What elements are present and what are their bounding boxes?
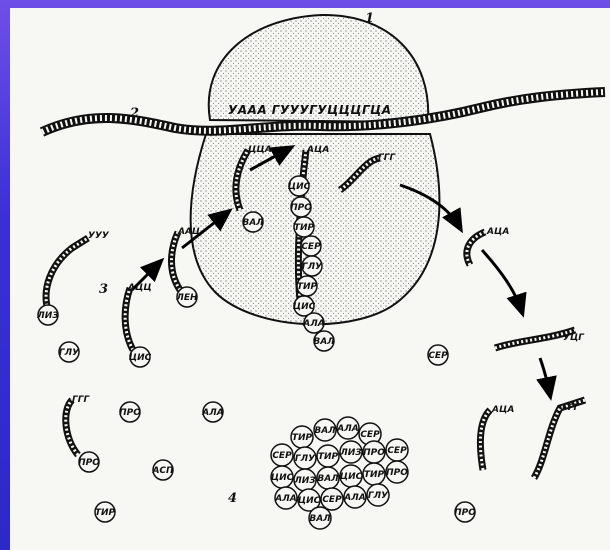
amino-acid-label: ВАЛ xyxy=(242,218,264,228)
anticodon-label: ЦЦА xyxy=(248,145,272,155)
amino-acid-label: ТИР xyxy=(95,508,116,518)
anticodon-label: АЦЦ xyxy=(127,283,152,293)
label-number-2: 2 xyxy=(129,106,139,121)
anticodon-label: ГГГ xyxy=(378,153,396,163)
label-number-4: 4 xyxy=(228,491,237,506)
amino-acid-label: АЛА xyxy=(302,319,324,329)
amino-acid-label: СЕР xyxy=(428,351,448,361)
amino-acid-label: АСП xyxy=(151,466,174,476)
amino-acid-label: ЦИС xyxy=(293,302,316,312)
amino-acid-label: СЕР xyxy=(360,430,380,440)
amino-acid-label: ЛИЗ xyxy=(339,448,362,458)
anticodon-label: УЦГ xyxy=(563,333,585,343)
amino-acid-label: ВАЛ xyxy=(317,474,339,484)
completed-protein-cluster: ТИРВАЛАЛАСЕРСЕРГЛУТИРЛИЗПРОСЕРЦИСЛИЗВАЛЦ… xyxy=(271,417,408,529)
amino-acid-label: ТИР xyxy=(292,433,313,443)
amino-acid-label: ГЛУ xyxy=(368,491,389,501)
amino-acid-label: СЕР xyxy=(387,446,407,456)
amino-acid-label: ВАЛ xyxy=(313,337,335,347)
amino-acid-label: ПРО xyxy=(363,448,385,458)
ribosome-small-subunit xyxy=(191,134,440,324)
amino-acid-label: ГЛУ xyxy=(302,262,323,272)
anticodon-label: ГГГ xyxy=(562,403,580,413)
amino-acid-label: ЦИС xyxy=(340,472,363,482)
amino-acid-label: ЛЕН xyxy=(175,293,198,303)
amino-acid-label: СЕР xyxy=(322,495,342,505)
amino-acid-label: АЛА xyxy=(343,493,365,503)
amino-acid-label: ВАЛ xyxy=(314,426,336,436)
label-number-3: 3 xyxy=(99,282,108,297)
amino-acid-label: ЛИЗ xyxy=(36,311,59,321)
amino-acid-label: АЛА xyxy=(201,408,223,418)
amino-acid-label: ГЛУ xyxy=(295,454,316,464)
amino-acid-label: ВАЛ xyxy=(309,514,331,524)
mrna-sequence: УААА ГУУУГУЦЦЦГЦА xyxy=(228,103,392,117)
anticodon-label: ГГГ xyxy=(72,395,90,405)
amino-acid-label: ЦИС xyxy=(288,182,311,192)
amino-acid-label: ПРО xyxy=(386,468,408,478)
amino-acid-label: ЦИС xyxy=(129,353,152,363)
amino-acid-label: ТИР xyxy=(364,470,385,480)
amino-acid-label: ПРО xyxy=(119,408,141,418)
amino-acid-label: СЕР xyxy=(301,242,321,252)
amino-acid-label: ЦИС xyxy=(298,496,321,506)
anticodon-label: УУУ xyxy=(88,231,110,241)
amino-acid-label: СЕР xyxy=(272,451,292,461)
amino-acid-label: ТИР xyxy=(297,282,318,292)
amino-acid-label: ПРО xyxy=(78,458,100,468)
label-number-1: 1 xyxy=(365,11,374,26)
amino-acid-label: ТИР xyxy=(294,223,315,233)
amino-acid-label: ТИР xyxy=(318,452,339,462)
amino-acid-label: АЛА xyxy=(274,494,296,504)
amino-acid-label: АЛА xyxy=(336,424,358,434)
amino-acid-label: ГЛУ xyxy=(59,348,80,358)
anticodon-label: АЦА xyxy=(486,227,509,237)
amino-acid-label: ЦИС xyxy=(271,473,294,483)
anticodon-label: АЦА xyxy=(491,405,514,415)
anticodon-label: АЦА xyxy=(306,145,329,155)
anticodon-label: ААЦ xyxy=(177,227,200,237)
amino-acid-label: ПРО xyxy=(454,508,476,518)
amino-acid-label: ЛИЗ xyxy=(293,476,316,486)
amino-acid-label: ПРО xyxy=(290,203,312,213)
